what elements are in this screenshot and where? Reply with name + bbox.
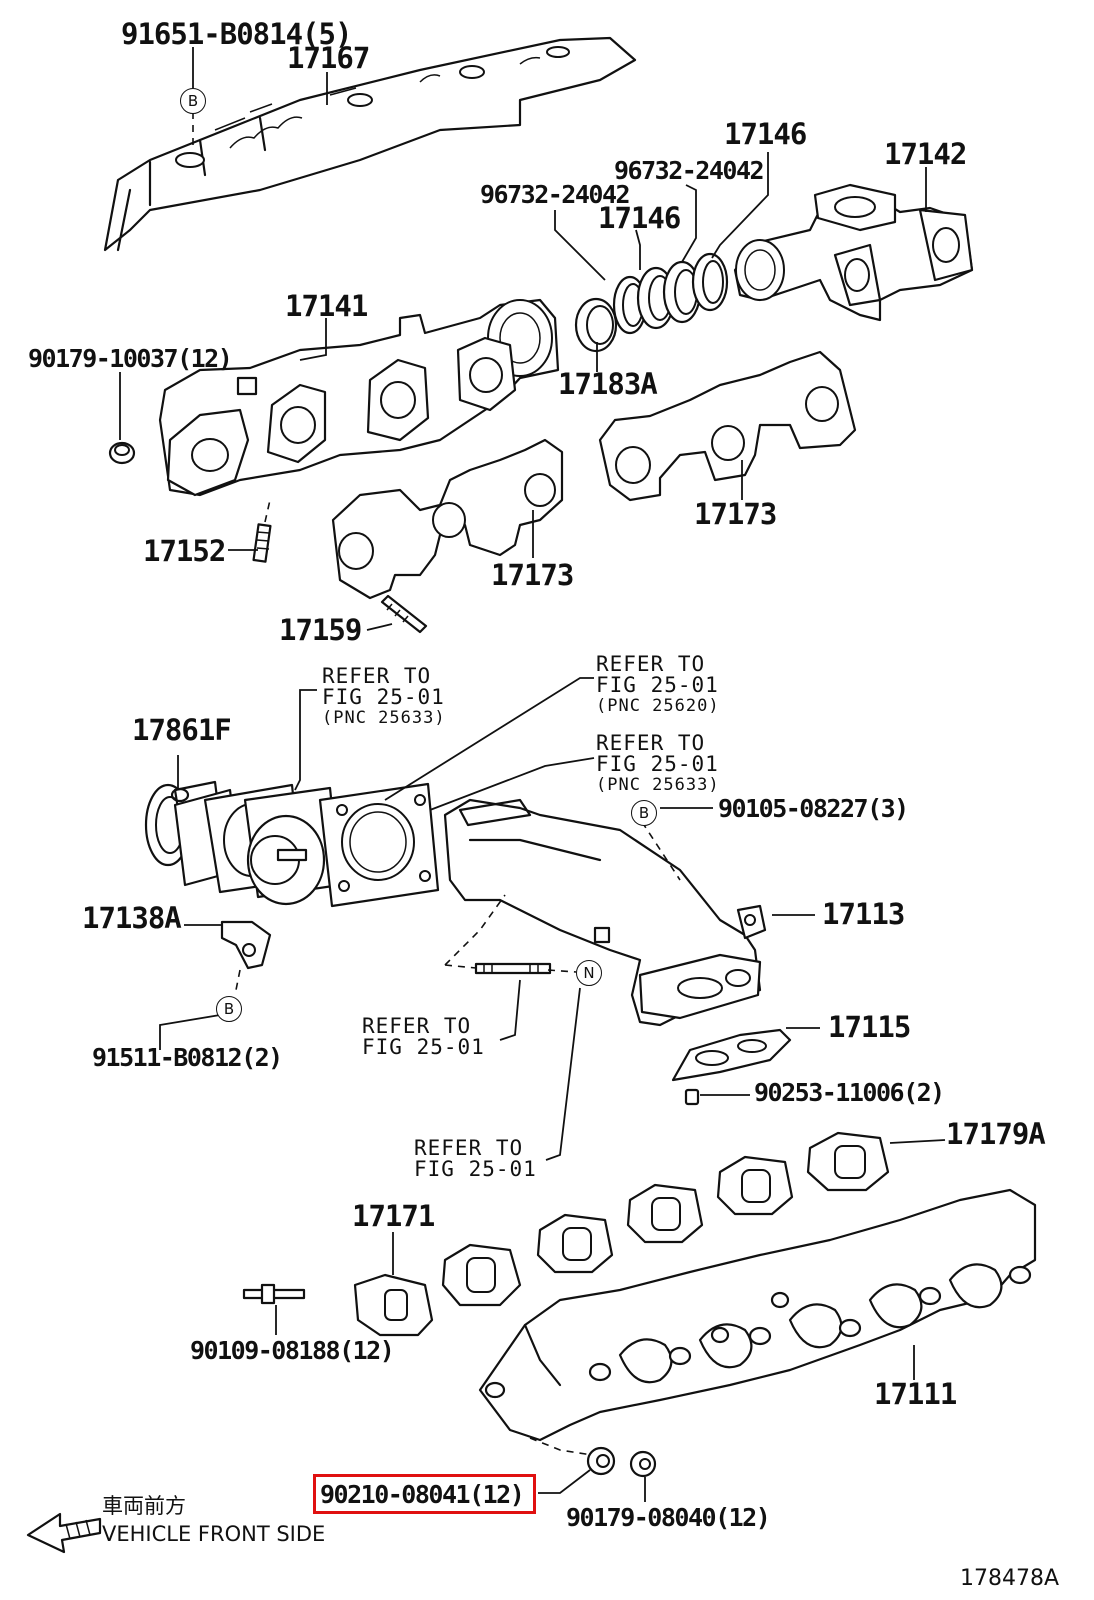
reference-note-1-line3: (PNC 25633) xyxy=(322,708,446,728)
stud-ref-25-01 xyxy=(474,962,552,975)
part-label-90253-11006: 90253-11006(2) xyxy=(754,1078,945,1107)
reference-note-4: REFER TO FIG 25-01 xyxy=(362,1016,485,1058)
reference-note-2-line1: REFER TO xyxy=(596,652,706,676)
part-label-17141: 17141 xyxy=(285,289,368,323)
gasket-17115 xyxy=(671,1028,792,1082)
reference-note-3: REFER TO FIG 25-01 (PNC 25633) xyxy=(596,733,720,796)
part-label-17171: 17171 xyxy=(352,1199,435,1233)
gasket-row-17179A xyxy=(441,1131,890,1307)
reference-note-4-line2: FIG 25-01 xyxy=(362,1035,485,1059)
part-label-17111: 17111 xyxy=(874,1377,957,1411)
reference-note-3-line1: REFER TO xyxy=(596,731,706,755)
nut-90179-10037 xyxy=(108,441,136,465)
part-label-17115: 17115 xyxy=(828,1010,911,1044)
exhaust-manifold-17141 xyxy=(158,298,560,497)
reference-note-2: REFER TO FIG 25-01 (PNC 25620) xyxy=(596,654,720,717)
part-label-90179-10037: 90179-10037(12) xyxy=(28,344,233,373)
part-label-17138A: 17138A xyxy=(82,901,182,935)
reference-note-2-line2: FIG 25-01 xyxy=(596,673,719,697)
part-label-17861F: 17861F xyxy=(132,713,232,747)
intake-manifold-17111 xyxy=(478,1188,1037,1442)
exhaust-manifold-17142 xyxy=(733,183,974,322)
reference-note-1-line2: FIG 25-01 xyxy=(322,685,445,709)
part-label-96732-24042-a: 96732-24042 xyxy=(614,156,765,185)
vehicle-front-arrow-icon xyxy=(26,1512,102,1554)
part-label-90105-08227: 90105-08227(3) xyxy=(718,794,909,823)
gasket-ref-25620 xyxy=(318,782,440,908)
reference-note-4-line1: REFER TO xyxy=(362,1014,472,1038)
reference-note-1: REFER TO FIG 25-01 (PNC 25633) xyxy=(322,666,446,729)
part-label-90179-08040: 90179-08040(12) xyxy=(566,1503,771,1532)
bracket-17138A xyxy=(220,920,272,970)
part-label-17113: 17113 xyxy=(822,897,905,931)
selected-part-highlight xyxy=(313,1474,536,1514)
heat-insulator-17167 xyxy=(103,36,637,252)
part-label-96732-24042-b: 96732-24042 xyxy=(480,180,631,209)
part-label-17146-b: 17146 xyxy=(598,201,681,235)
part-label-91511-B0812: 91511-B0812(2) xyxy=(92,1043,283,1072)
stud-17159 xyxy=(380,594,428,634)
reference-note-5-line2: FIG 25-01 xyxy=(414,1157,537,1181)
reference-note-3-line3: (PNC 25633) xyxy=(596,775,720,795)
reference-note-5-line1: REFER TO xyxy=(414,1136,524,1160)
part-label-17142: 17142 xyxy=(884,137,967,171)
reference-note-3-line2: FIG 25-01 xyxy=(596,752,719,776)
part-label-17167: 17167 xyxy=(287,41,370,75)
part-label-17146-a: 17146 xyxy=(724,117,807,151)
figure-number: 178478A xyxy=(960,1566,1060,1591)
leader-lines xyxy=(119,47,946,1502)
callout-n: N xyxy=(576,960,602,986)
part-label-90210-08041: 90210-08041(12) xyxy=(320,1480,525,1509)
gasket-17173-left xyxy=(331,438,564,600)
reference-note-2-line3: (PNC 25620) xyxy=(596,696,720,716)
vehicle-front-japanese: 車両前方 xyxy=(102,1494,186,1518)
stud-90109 xyxy=(242,1283,306,1305)
part-label-17173-b: 17173 xyxy=(491,558,574,592)
bolt-90253 xyxy=(684,1088,700,1106)
nut-90179-08040 xyxy=(629,1450,657,1478)
part-label-17152: 17152 xyxy=(143,534,226,568)
callout-b-top: B xyxy=(180,88,206,114)
part-label-17159: 17159 xyxy=(279,613,362,647)
gasket-17171 xyxy=(353,1273,434,1337)
stud-17152 xyxy=(252,523,272,563)
ring-17183A xyxy=(574,297,618,353)
flange-plates xyxy=(173,783,342,906)
part-label-91651-B0814: 91651-B0814(5) xyxy=(121,17,352,51)
callout-b-middle: B xyxy=(631,800,657,826)
ring-96732-right xyxy=(691,252,729,312)
part-label-90109-08188: 90109-08188(12) xyxy=(190,1336,395,1365)
reference-note-1-line1: REFER TO xyxy=(322,664,432,688)
gasket-17173-right xyxy=(598,350,857,502)
callout-b-bracket: B xyxy=(216,996,242,1022)
part-label-17179A: 17179A xyxy=(946,1117,1046,1151)
reference-note-5: REFER TO FIG 25-01 xyxy=(414,1138,537,1180)
nut-90210 xyxy=(586,1446,616,1476)
vehicle-front-english: VEHICLE FRONT SIDE xyxy=(102,1522,326,1546)
part-label-17183A: 17183A xyxy=(558,367,658,401)
intake-pipe-17113 xyxy=(443,798,767,1027)
part-label-17173-a: 17173 xyxy=(694,497,777,531)
